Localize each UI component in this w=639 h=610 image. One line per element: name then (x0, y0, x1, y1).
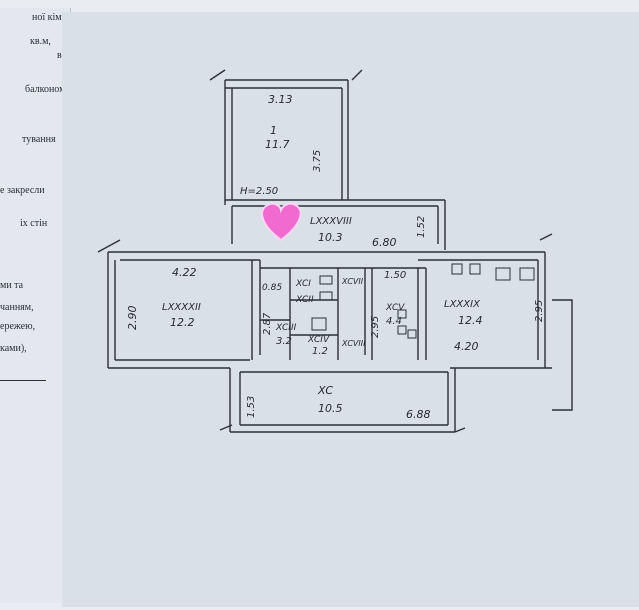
room-xcviii-id: XCVIII (341, 339, 366, 348)
room-xci-id: XCI (295, 279, 311, 289)
plan-walls (97, 69, 573, 433)
dim-xc-width: 6.88 (406, 408, 431, 421)
fixtures (311, 263, 535, 339)
room-lxxxix-id: LXXXIX (444, 299, 481, 310)
room-xciv-id: XCIV (307, 335, 330, 345)
left-page: ної кімн кв.м, вер балконом тування е за… (0, 8, 71, 603)
dim-lxxxix-width: 4.20 (454, 340, 479, 353)
dim-corridor-depth: 1.52 (416, 216, 427, 238)
left-text-10: ережею, (0, 321, 36, 332)
ceiling-height: H=2.50 (240, 186, 278, 197)
dim-room-1-depth: 3.75 (312, 150, 323, 172)
left-text-11: ками), (0, 343, 27, 354)
room-lxxxxii-id: LXXXXII (162, 302, 201, 313)
dim-lxxxix-depth: 2.95 (534, 300, 545, 322)
dim-xc-depth: 1.53 (246, 396, 257, 418)
room-lxxxviii-area: 10.3 (318, 231, 343, 244)
dim-xcv-width: 1.50 (384, 270, 406, 281)
dim-xcv-depth: 2.95 (370, 316, 381, 338)
room-xcvii-id: XCVII (341, 277, 364, 286)
left-text-9: чанням, (0, 302, 34, 313)
dim-lxxxxii-depth: 2.90 (126, 306, 139, 331)
main-page (62, 12, 639, 607)
room-xc-id: XC (317, 384, 333, 397)
left-underline (0, 380, 46, 381)
room-lxxxix-area: 12.4 (458, 314, 483, 327)
room-xciii-area: 3.2 (276, 336, 292, 347)
room-xcv-area: 4.4 (386, 316, 402, 327)
left-text-5: тування (22, 134, 56, 145)
room-lxxxxii-area: 12.2 (170, 316, 195, 329)
left-text-4: балконом (25, 84, 66, 95)
room-xciv-area: 1.2 (312, 346, 328, 357)
dim-lxxxxii-width: 4.22 (172, 266, 197, 279)
room-1-area: 11.7 (265, 138, 290, 151)
dim-corridor-width: 6.80 (372, 236, 397, 249)
room-xcv-id: XCV (385, 303, 405, 313)
left-text-7: іх стін (20, 218, 48, 229)
room-1-id: 1 (270, 124, 277, 137)
left-text-8: ми та (0, 280, 24, 291)
left-text-1: ної кімн (32, 12, 67, 23)
left-text-2: кв.м, (30, 36, 51, 47)
dim-wc-width: 0.85 (262, 283, 282, 293)
room-lxxxviii-id: LXXXVIII (310, 216, 352, 227)
room-xcii-id: XCII (295, 295, 314, 305)
room-xciii-id: XCIII (275, 323, 297, 333)
room-xc-area: 10.5 (318, 402, 343, 415)
left-text-6: е закресли (0, 185, 45, 196)
dim-top-width: 3.13 (268, 93, 293, 106)
heart-sticker-icon (261, 202, 302, 242)
dim-wc-depth: 2.87 (262, 312, 273, 335)
